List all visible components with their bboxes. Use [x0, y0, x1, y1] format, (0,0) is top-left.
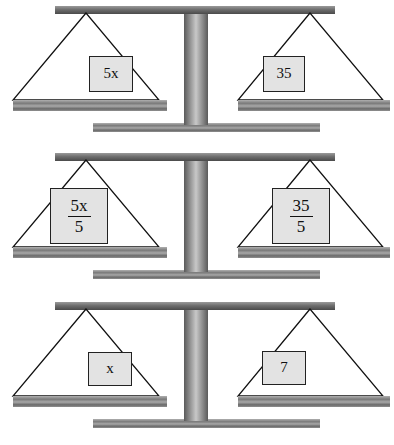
weight-box: 355 — [272, 188, 330, 244]
weight-box: 7 — [262, 351, 306, 385]
box-label: 35 — [274, 65, 295, 82]
fraction-term: 5 — [294, 217, 309, 237]
box-label: 5x — [101, 65, 122, 82]
weight-box: 5x5 — [50, 188, 108, 244]
box-label: 7 — [277, 359, 291, 376]
fraction-term: 5x — [68, 196, 91, 217]
fraction-term: 35 — [290, 196, 313, 217]
box-label: x — [103, 360, 117, 377]
weight-box: x — [88, 352, 132, 386]
fraction-term: 5 — [72, 217, 87, 237]
weight-box: 5x — [89, 56, 133, 92]
weight-box: 35 — [263, 56, 305, 92]
balance-scale — [13, 6, 390, 132]
balance-scale — [13, 302, 390, 428]
balance-scale — [13, 153, 390, 279]
